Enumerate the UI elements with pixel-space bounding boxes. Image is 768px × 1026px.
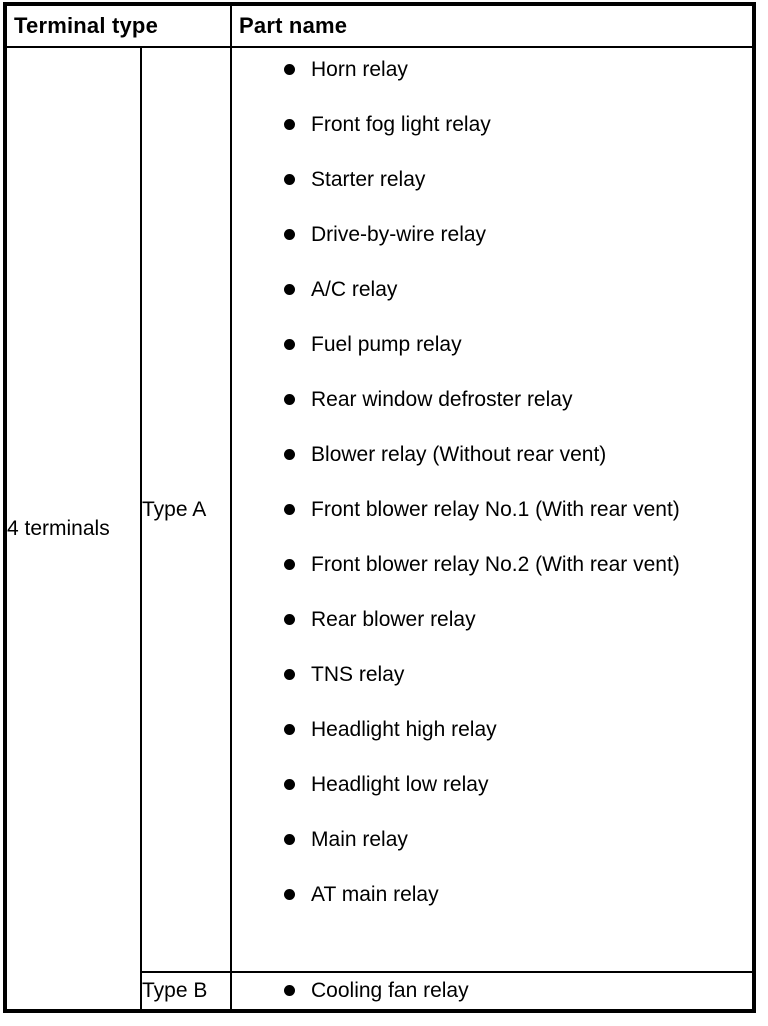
part-name-text: Drive-by-wire relay — [311, 223, 487, 246]
list-item: Blower relay (Without rear vent) — [284, 442, 746, 468]
list-item: Starter relay — [284, 167, 746, 193]
bullet-icon — [284, 64, 296, 75]
part-name-text: Front blower relay No.1 (With rear vent) — [311, 498, 680, 521]
list-item: Horn relay — [284, 57, 746, 83]
bullet-icon — [284, 834, 296, 845]
bullet-icon — [284, 174, 296, 185]
part-name-text: Front blower relay No.2 (With rear vent) — [311, 553, 680, 576]
bullet-icon — [284, 449, 296, 460]
column-header-part-name: Part name — [230, 3, 755, 48]
bullet-icon — [284, 559, 296, 570]
part-name-text: Horn relay — [311, 58, 408, 81]
list-item: Headlight low relay — [284, 772, 746, 798]
bullet-icon — [284, 669, 296, 680]
part-name-text: Headlight low relay — [311, 773, 489, 796]
list-item: Front blower relay No.2 (With rear vent) — [284, 552, 746, 578]
list-item: Rear blower relay — [284, 607, 746, 633]
bullet-icon — [284, 504, 296, 515]
type-b-parts-list: Cooling fan relay — [232, 978, 752, 1004]
type-a-parts-list: Horn relay Front fog light relay Starter… — [232, 48, 752, 914]
list-item: TNS relay — [284, 662, 746, 688]
type-b-cell: Type B — [139, 971, 233, 1012]
part-name-text: Blower relay (Without rear vent) — [311, 443, 607, 466]
list-item: Fuel pump relay — [284, 332, 746, 358]
type-b-parts-cell: Cooling fan relay — [230, 971, 755, 1012]
bullet-icon — [284, 724, 296, 735]
part-name-text: Fuel pump relay — [311, 333, 462, 356]
bullet-icon — [284, 394, 296, 405]
part-name-text: AT main relay — [311, 883, 439, 906]
list-item: Drive-by-wire relay — [284, 222, 746, 248]
table-row-type-b: Type B Cooling fan relay — [5, 971, 755, 1012]
part-name-text: A/C relay — [311, 278, 398, 301]
list-item: Front fog light relay — [284, 112, 746, 138]
relay-terminal-table: Terminal type Part name 4 terminals Type… — [3, 2, 756, 1013]
list-item: Cooling fan relay — [284, 978, 746, 1004]
bullet-icon — [284, 889, 296, 900]
part-name-text: Rear blower relay — [311, 608, 476, 631]
part-name-text: Main relay — [311, 828, 408, 851]
type-a-parts-cell: Horn relay Front fog light relay Starter… — [230, 46, 755, 973]
part-name-text: Front fog light relay — [311, 113, 491, 136]
bullet-icon — [284, 339, 296, 350]
part-name-text: Cooling fan relay — [311, 979, 469, 1002]
bullet-icon — [284, 985, 296, 996]
list-item: Main relay — [284, 827, 746, 853]
part-name-text: Headlight high relay — [311, 718, 497, 741]
bullet-icon — [284, 119, 296, 130]
column-header-terminal-type: Terminal type — [3, 3, 233, 48]
part-name-text: Starter relay — [311, 168, 426, 191]
terminal-group-cell: 4 terminals — [4, 46, 142, 1012]
part-name-text: TNS relay — [311, 663, 405, 686]
list-item: A/C relay — [284, 277, 746, 303]
bullet-icon — [284, 614, 296, 625]
list-item: Headlight high relay — [284, 717, 746, 743]
list-item: Rear window defroster relay — [284, 387, 746, 413]
list-item: Front blower relay No.1 (With rear vent) — [284, 497, 746, 523]
table-header-row: Terminal type Part name — [3, 3, 755, 48]
list-item: AT main relay — [284, 882, 746, 908]
table-row-type-a: 4 terminals Type A Horn relay Front fog … — [4, 46, 755, 1012]
part-name-text: Rear window defroster relay — [311, 388, 573, 411]
bullet-icon — [284, 284, 296, 295]
bullet-icon — [284, 229, 296, 240]
type-a-cell: Type A — [139, 46, 233, 973]
bullet-icon — [284, 779, 296, 790]
